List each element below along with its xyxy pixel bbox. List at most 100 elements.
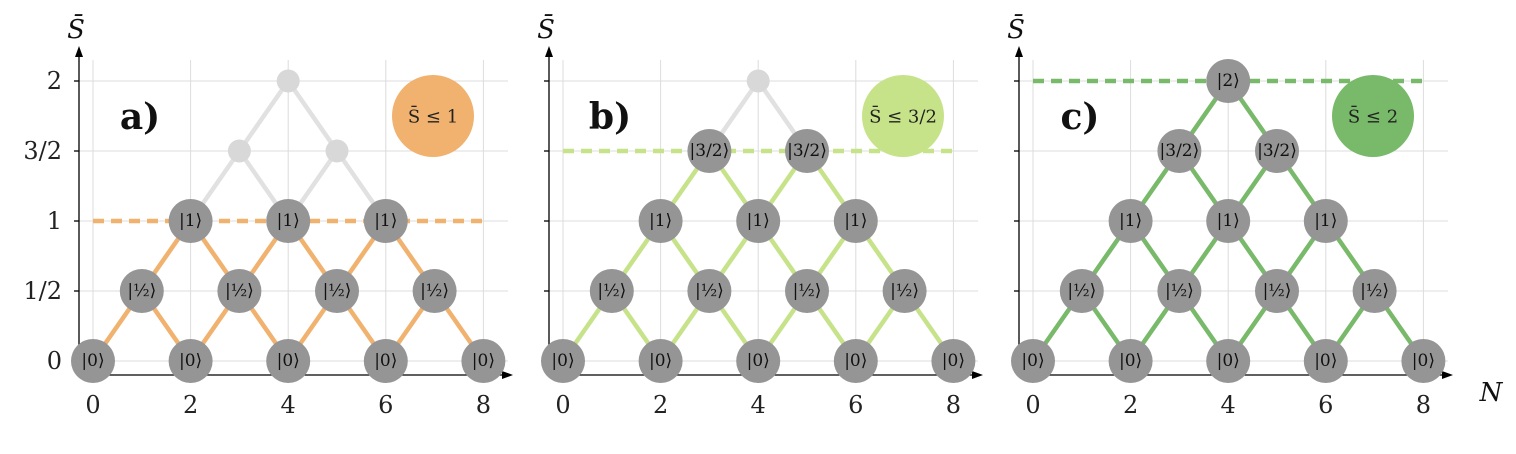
state-node [638,339,683,383]
state-node [1108,199,1153,243]
state-label: |0⟩ [472,351,495,371]
state-label: |0⟩ [551,351,574,371]
state-node [168,339,213,383]
state-label: |½⟩ [890,281,919,301]
state-label: |0⟩ [747,351,770,371]
state-node [638,199,683,243]
x-tick-label: 0 [555,391,570,419]
state-label: |0⟩ [81,351,104,371]
state-label: |3/2⟩ [690,141,730,161]
state-node [931,339,976,383]
state-node [833,339,878,383]
state-node [785,269,829,313]
state-node [1157,129,1202,173]
state-node [589,269,634,313]
state-node [687,129,732,173]
x-tick-label: 8 [946,391,961,419]
state-label: |1⟩ [1217,211,1240,231]
y-axis-label: S̄ [67,13,85,45]
x-tick-label: 4 [281,391,296,419]
state-label: |0⟩ [649,351,672,371]
transition-edge-inactive [285,78,340,154]
state-node [785,129,829,173]
panel-label: b) [589,96,631,138]
state-node [266,339,311,383]
x-axis-label: N [1479,378,1504,408]
x-tick-label: 0 [1025,391,1040,419]
state-label: |1⟩ [374,211,397,231]
state-node-inactive [227,139,251,163]
x-tick-label: 6 [378,391,393,419]
state-node-inactive [325,139,349,163]
x-tick-label: 0 [85,391,100,419]
state-label: |0⟩ [942,351,965,371]
x-tick-label: 6 [848,391,863,419]
constraint-badge-label: S̄ ≤ 3/2 [869,104,937,127]
constraint-badge [392,75,474,157]
state-node [687,269,732,313]
state-label: |½⟩ [793,281,822,301]
panel-label: a) [120,96,160,138]
state-label: |½⟩ [597,281,626,301]
state-node-inactive [276,69,300,93]
state-label: |0⟩ [179,351,202,371]
state-node [1206,59,1251,103]
state-label: |½⟩ [323,281,352,301]
state-label: |3/2⟩ [1257,141,1297,161]
state-label: |1⟩ [649,211,672,231]
state-node [217,269,262,313]
y-axis-label: S̄ [1007,13,1025,45]
state-label: |½⟩ [1067,281,1096,301]
state-node [461,339,506,383]
states: |0⟩|0⟩|0⟩|0⟩|0⟩|½⟩|½⟩|½⟩|½⟩|1⟩|1⟩|1⟩ [71,69,506,383]
state-node [1108,339,1153,383]
state-node [1157,269,1202,313]
state-label: |½⟩ [420,281,449,301]
state-node [1303,339,1348,383]
x-tick-label: 2 [1123,391,1138,419]
constraint-badge-label: S̄ ≤ 1 [408,104,458,127]
y-tick-label: 0 [47,347,62,375]
state-node [266,199,311,243]
state-label: |1⟩ [844,211,867,231]
state-node [1401,339,1446,383]
state-label: |½⟩ [1360,281,1389,301]
state-label: |½⟩ [1263,281,1292,301]
state-label: |1⟩ [1119,211,1142,231]
states: |0⟩|0⟩|0⟩|0⟩|0⟩|½⟩|½⟩|½⟩|½⟩|1⟩|1⟩|1⟩|3/2… [1011,59,1446,383]
x-tick-label: 2 [183,391,198,419]
state-label: |½⟩ [225,281,254,301]
state-node [736,339,781,383]
y-tick-label: 1/2 [23,277,62,305]
state-label: |1⟩ [277,211,300,231]
state-label: |0⟩ [1119,351,1142,371]
state-node [168,199,213,243]
state-node [882,269,927,313]
y-axis-arrow [1015,46,1023,57]
state-node [1352,269,1397,313]
state-label: |0⟩ [1412,351,1435,371]
x-axis-arrow [502,371,513,379]
state-label: |0⟩ [1021,351,1044,371]
state-label: |2⟩ [1217,71,1240,91]
state-label: |3/2⟩ [1160,141,1200,161]
state-label: |0⟩ [374,351,397,371]
state-node [363,339,408,383]
y-tick-label: 1 [47,207,62,235]
state-node [1206,339,1251,383]
state-node [119,269,164,313]
state-label: |1⟩ [747,211,770,231]
state-label: |1⟩ [179,211,202,231]
y-tick-label: 2 [47,67,62,95]
x-axis-arrow [1442,371,1453,379]
state-label: |0⟩ [1217,351,1240,371]
x-axis-arrow [972,371,983,379]
state-node [315,269,359,313]
transition-edge-inactive [237,78,291,154]
state-label: |0⟩ [1314,351,1337,371]
state-label: |½⟩ [1165,281,1194,301]
state-label: |3/2⟩ [787,141,827,161]
